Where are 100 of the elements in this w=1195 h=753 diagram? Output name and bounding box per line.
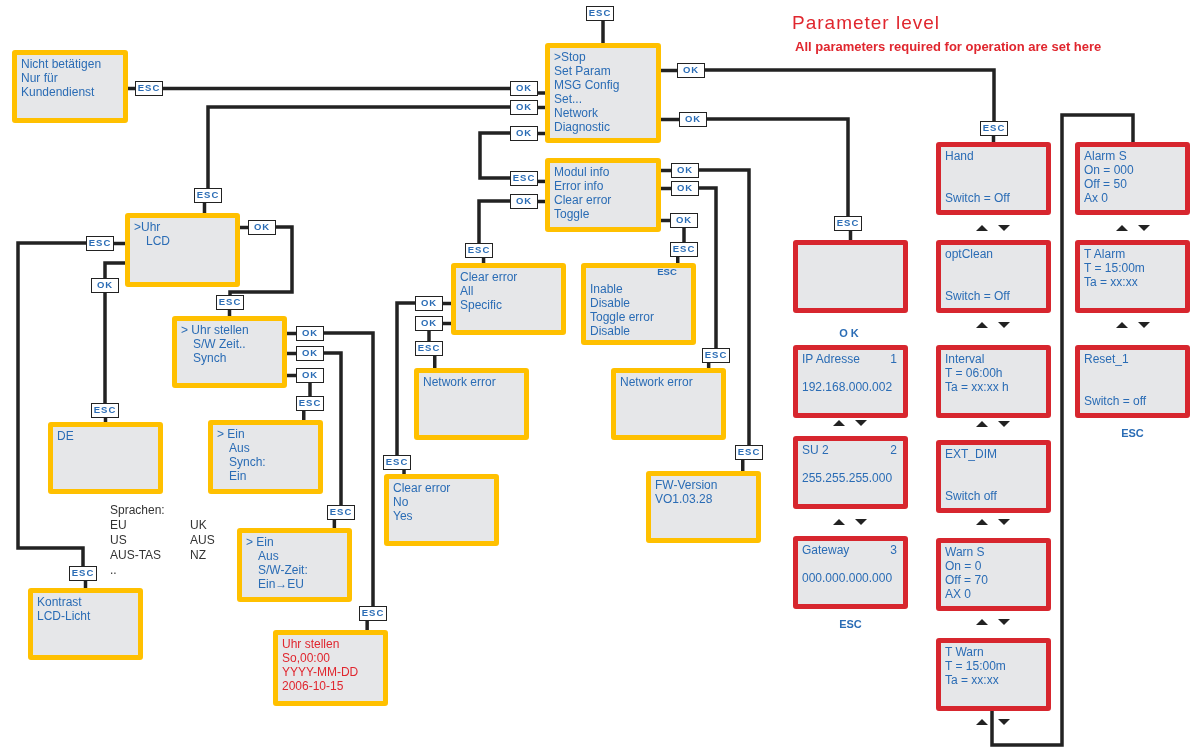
screen-text: Interval — [945, 352, 985, 366]
display-screen — [545, 158, 661, 232]
display-screen — [936, 440, 1051, 513]
screen-text: So,00:00 — [282, 651, 331, 665]
key-tag: OK — [296, 346, 324, 361]
connector-line — [324, 331, 375, 606]
connector-line — [395, 301, 415, 455]
key-tag: OK — [296, 368, 324, 383]
key-tag: OK — [91, 278, 119, 293]
display-screen — [581, 263, 696, 345]
display-screen — [936, 142, 1051, 215]
display-screen — [1075, 345, 1190, 418]
connector-line — [402, 470, 406, 474]
screen-text: Modul info — [554, 165, 610, 179]
display-screen — [545, 43, 661, 143]
display-screen — [48, 422, 163, 494]
connector-line — [206, 105, 510, 188]
screen-text: >Uhr — [134, 220, 161, 234]
key-tag: ESC — [86, 236, 114, 251]
screen-text: EXT_DIM — [945, 447, 997, 461]
screen-text: Switch = Off — [945, 289, 1010, 303]
screen-text: Disable — [590, 296, 631, 310]
screen-text: Switch = off — [1084, 394, 1147, 408]
screen-text: 2 — [890, 443, 897, 457]
screen-text: VO1.03.28 — [655, 492, 713, 506]
connector-line — [601, 21, 605, 43]
key-tag: ESC — [586, 6, 614, 21]
screen-text: Gateway — [802, 543, 850, 557]
screen-text: Off = 50 — [1084, 177, 1127, 191]
connector-line — [228, 225, 294, 295]
screen-text: S/W-Zeit: — [258, 563, 308, 577]
connector-line — [365, 621, 369, 630]
language-list-text: UK — [190, 518, 207, 532]
screen-text: Inable — [590, 282, 623, 296]
screen-text: YYYY-MM-DD — [282, 665, 359, 679]
screen-text: 1 — [890, 352, 897, 366]
screen-text: T = 15:00m — [1084, 261, 1145, 275]
key-tag: OK — [671, 181, 699, 196]
key-tag: ESC — [735, 445, 763, 460]
screen-text: Kontrast — [37, 595, 82, 609]
screen-text: SU 2 — [802, 443, 829, 457]
connector-line — [324, 351, 343, 505]
screen-text: Ax 0 — [1084, 191, 1108, 205]
key-tag: OK — [679, 112, 707, 127]
key-tag: ESC — [359, 606, 387, 621]
key-tag: OK — [415, 296, 443, 311]
screen-text: Synch — [193, 351, 227, 365]
screen-text: Network error — [620, 375, 693, 389]
screen-text: Toggle error — [590, 310, 655, 324]
screen-text: LCD — [146, 234, 170, 248]
screen-text: 255.255.255.000 — [802, 471, 894, 485]
screen-text: Error info — [554, 179, 604, 193]
connector-line — [705, 68, 996, 121]
screen-text: MSG Config — [554, 78, 620, 92]
screen-text: > Ein — [246, 535, 274, 549]
screen-text: All — [460, 284, 474, 298]
screen-text: optClean — [945, 247, 994, 261]
connector-line — [538, 91, 545, 95]
screen-text: Ta = xx:xx — [945, 673, 999, 687]
screen-text: S/W Zeit.. — [193, 337, 246, 351]
connector-line — [477, 199, 510, 243]
key-tag: OK — [415, 316, 443, 331]
key-tag: ESC — [91, 403, 119, 418]
screen-text: T Alarm — [1084, 247, 1126, 261]
key-tag: ESC — [670, 242, 698, 257]
screen-text: Switch off — [945, 489, 997, 503]
screen-text: 3 — [890, 543, 897, 557]
screen-text: Hand — [945, 149, 974, 163]
connector-line — [308, 383, 312, 396]
connector-line — [478, 131, 510, 180]
screen-text: FW-Version — [655, 478, 718, 492]
display-screen — [237, 528, 352, 602]
screen-text: Network error — [423, 375, 496, 389]
key-tag: ESC — [702, 348, 730, 363]
screen-text: Yes — [393, 509, 413, 523]
display-screen — [1075, 142, 1190, 215]
screen-text: No — [393, 495, 409, 509]
key-tag: ESC — [834, 216, 862, 231]
screen-text: Clear error — [393, 481, 451, 495]
key-tag: OK — [671, 163, 699, 178]
screen-text: Warn S — [945, 545, 985, 559]
screen-text: AX 0 — [945, 587, 971, 601]
screen-text: Aus — [229, 441, 250, 455]
key-tag: ESC — [383, 455, 411, 470]
screen-text: Uhr stellen — [282, 637, 340, 651]
screen-text: 2006-10-15 — [282, 679, 344, 693]
screen-text: DE — [57, 429, 74, 443]
screen-text: Alarm S — [1084, 149, 1127, 163]
connector-line — [990, 113, 1135, 747]
key-tag: ESC — [296, 396, 324, 411]
screen-text: IP Adresse — [802, 352, 860, 366]
display-screen — [125, 213, 240, 287]
connector-line — [682, 228, 686, 242]
screen-text: Disable — [590, 324, 631, 338]
screen-text: Nur für — [21, 71, 58, 85]
display-screen — [172, 316, 287, 388]
key-tag: OK — [296, 326, 324, 341]
language-list-text: NZ — [190, 548, 206, 562]
display-screen — [936, 638, 1051, 711]
language-list-text: AUS-TAS — [110, 548, 162, 562]
